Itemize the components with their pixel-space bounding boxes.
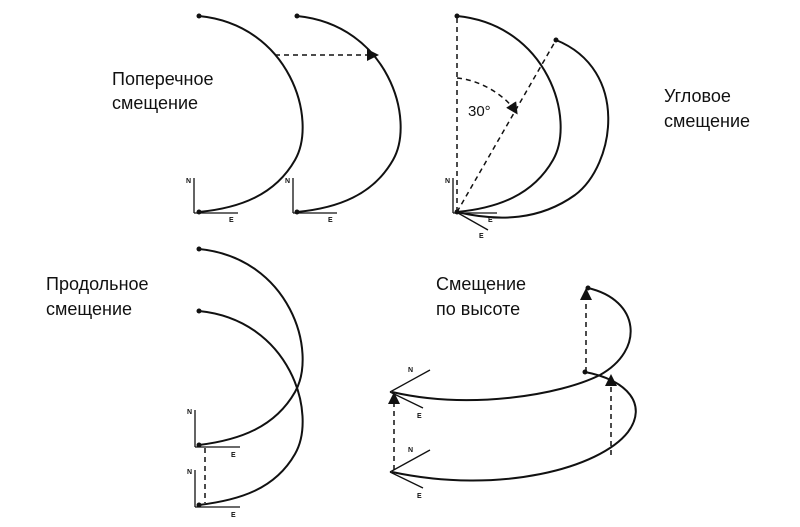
vertical-label-line1: Смещение <box>436 274 526 294</box>
lateral-displacement-panel: Поперечное смещение N E N E <box>112 13 402 224</box>
svg-text:N: N <box>187 409 192 416</box>
angle-arc <box>456 77 518 115</box>
svg-text:E: E <box>231 452 236 459</box>
longitudinal-displacement-panel: Продольное смещение N E N E <box>46 246 304 519</box>
svg-text:N: N <box>445 178 450 185</box>
angular-label-line2: смещение <box>664 111 750 131</box>
longitudinal-label-line1: Продольное <box>46 274 149 294</box>
lateral-label-line1: Поперечное <box>112 69 213 89</box>
arc-original <box>198 248 304 446</box>
lateral-label-line2: смещение <box>112 93 198 113</box>
arc-original <box>198 15 304 213</box>
east-label: E <box>229 217 234 224</box>
arc-shifted <box>296 15 402 213</box>
svg-text:E: E <box>417 413 422 420</box>
axes-icon: N E <box>186 178 238 224</box>
svg-text:E: E <box>488 217 493 224</box>
arc-rotated <box>456 39 610 219</box>
svg-text:E: E <box>479 233 484 240</box>
angular-displacement-panel: Угловое смещение N E E 30° <box>445 13 750 240</box>
axes-icon: N E <box>389 447 431 500</box>
svg-text:E: E <box>328 217 333 224</box>
rotated-chord <box>456 39 557 213</box>
arc-original <box>456 15 562 213</box>
svg-text:N: N <box>285 178 290 185</box>
vertical-label-line2: по высоте <box>436 299 520 319</box>
north-label: N <box>186 178 191 185</box>
longitudinal-label-line2: смещение <box>46 299 132 319</box>
vertical-displacement-panel: Смещение по высоте N E N E <box>388 274 637 500</box>
axes-icon: N E <box>187 409 240 459</box>
axes-icon: N E <box>187 469 240 519</box>
axes-icon: N E <box>285 178 337 224</box>
arc-original <box>391 371 637 482</box>
angle-label: 30° <box>468 103 491 120</box>
svg-text:E: E <box>417 493 422 500</box>
svg-text:E: E <box>231 512 236 519</box>
svg-text:N: N <box>408 367 413 374</box>
svg-text:N: N <box>408 447 413 454</box>
svg-text:N: N <box>187 469 192 476</box>
angular-label-line1: Угловое <box>664 86 731 106</box>
arc-shifted <box>198 310 304 506</box>
